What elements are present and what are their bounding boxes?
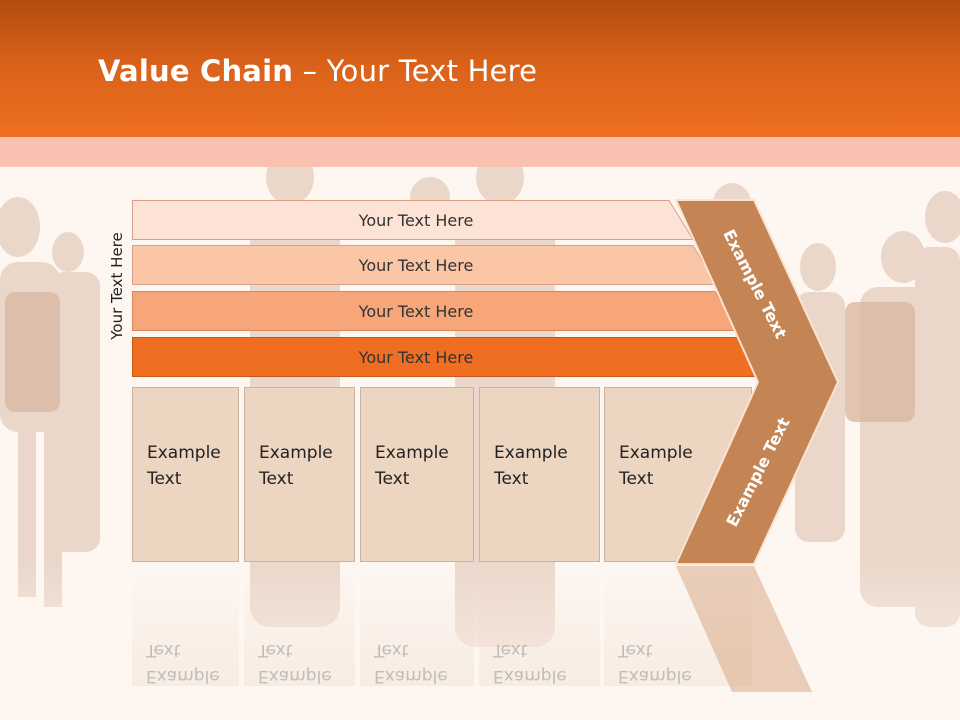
bar-label: Your Text Here [358, 255, 474, 275]
value-bar-2: Your Text Here [132, 245, 718, 285]
value-bar-1: Your Text Here [132, 200, 694, 240]
accent-band [0, 137, 960, 167]
value-chevron [674, 199, 840, 565]
value-bar-4: Your Text Here [132, 337, 764, 377]
bar-label: Your Text Here [358, 301, 474, 321]
side-label: Your Text Here [108, 232, 126, 340]
slide-title: Value Chain – Your Text Here [98, 54, 538, 88]
bar-label: Your Text Here [358, 210, 474, 230]
value-bar-3: Your Text Here [132, 291, 740, 331]
bottom-fade [0, 560, 960, 720]
bar-label: Your Text Here [358, 347, 474, 367]
chevron-reflection [676, 566, 812, 692]
title-header: Value Chain – Your Text Here [0, 0, 960, 137]
